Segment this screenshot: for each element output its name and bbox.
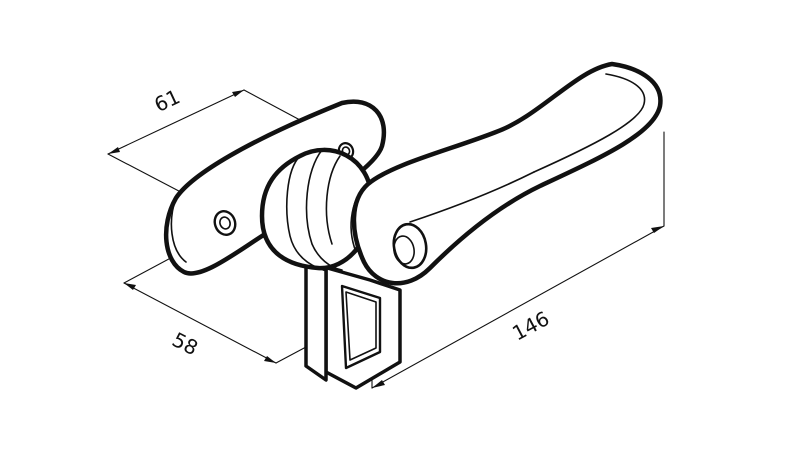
mounting-hole-left	[213, 210, 237, 236]
dimension-line-61	[107, 89, 245, 155]
square-spindle	[304, 260, 402, 390]
arrow-right-58	[264, 356, 276, 363]
extension-line-61a	[243, 89, 301, 121]
pivot-boss	[392, 222, 428, 270]
arrow-right-146	[651, 226, 664, 233]
arrow-left-146	[372, 380, 385, 388]
dimension-label-61: 61	[150, 84, 183, 117]
dimension-line-146	[371, 225, 665, 389]
arrow-left-61	[108, 147, 120, 154]
arrow-left-58	[124, 283, 136, 290]
dimension-label-58: 58	[168, 327, 202, 360]
lever-handle	[350, 61, 663, 286]
dimension-line-58	[123, 282, 277, 364]
arrow-right-61	[232, 90, 244, 97]
hub-cylinder	[259, 147, 375, 271]
dimension-label-146: 146	[508, 306, 553, 345]
